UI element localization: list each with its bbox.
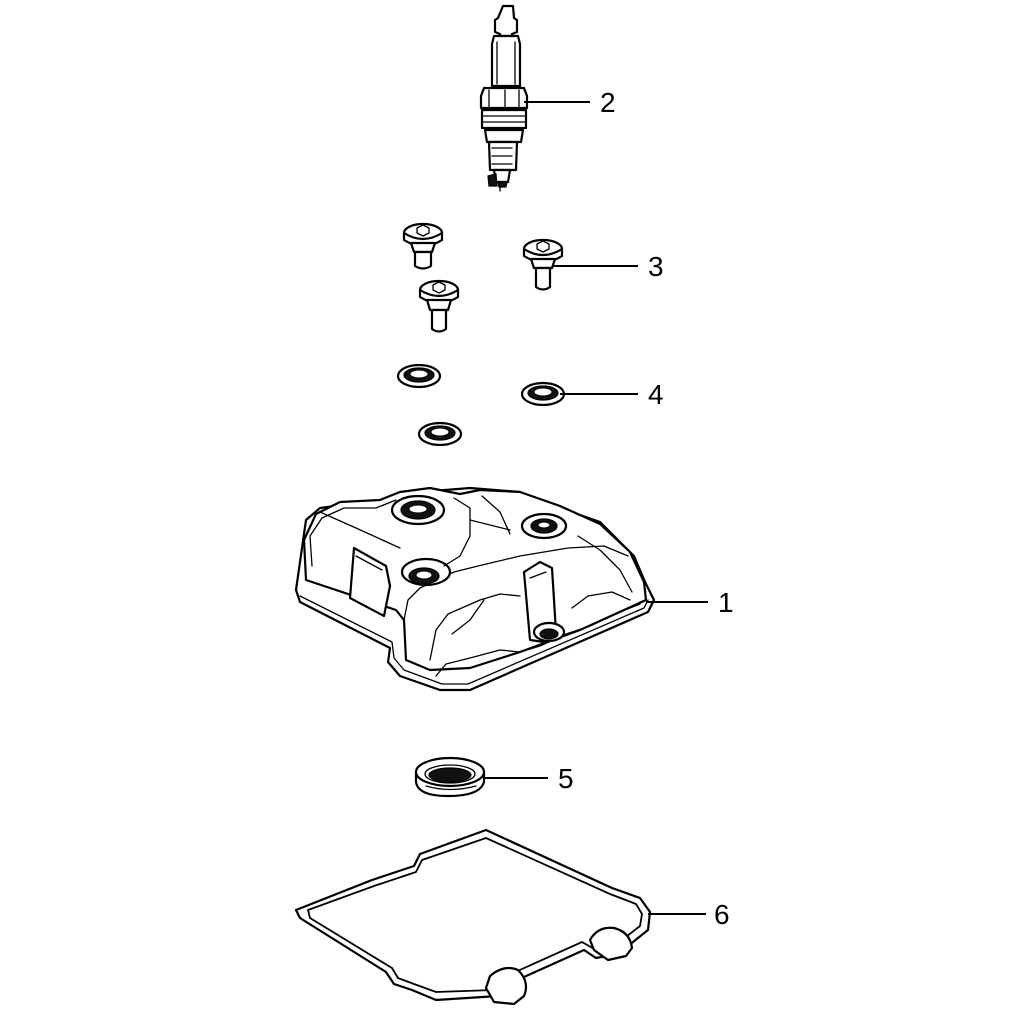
callout-number-6: 6 <box>714 899 730 930</box>
callout-number-2: 2 <box>600 87 616 118</box>
washer-center[interactable] <box>417 421 463 447</box>
plug-seal[interactable] <box>414 756 486 798</box>
callout-3: 3 <box>552 251 664 282</box>
callout-number-4: 4 <box>648 379 664 410</box>
bolt-center[interactable] <box>418 279 460 333</box>
callout-5: 5 <box>484 763 574 794</box>
callout-number-1: 1 <box>718 587 734 618</box>
washer-right[interactable] <box>520 381 566 407</box>
cylinder-head-cover[interactable] <box>294 486 656 692</box>
callout-6: 6 <box>648 899 730 930</box>
bolt-right[interactable] <box>522 238 564 291</box>
callout-1: 1 <box>646 587 734 618</box>
bolt-left[interactable] <box>402 222 444 270</box>
callout-number-5: 5 <box>558 763 574 794</box>
spark-plug[interactable] <box>479 4 529 192</box>
washer-left[interactable] <box>396 363 442 389</box>
callout-number-3: 3 <box>648 251 664 282</box>
callout-4: 4 <box>560 379 664 410</box>
gasket[interactable] <box>294 828 652 1006</box>
callout-2: 2 <box>524 87 616 118</box>
